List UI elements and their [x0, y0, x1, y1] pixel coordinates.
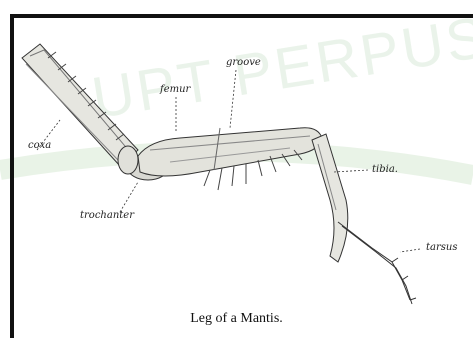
label-groove: groove: [226, 57, 261, 68]
label-femur: femur: [160, 84, 190, 95]
label-coxa: coxa: [28, 140, 51, 151]
figure-caption: Leg of a Mantis.: [0, 311, 473, 327]
label-tibia: tibia.: [372, 164, 398, 175]
femur-segment: [138, 128, 322, 190]
tibia-segment: [312, 134, 348, 262]
label-tarsus: tarsus: [426, 242, 457, 253]
label-trochanter: trochanter: [80, 210, 134, 221]
tarsus-segment: [338, 222, 416, 304]
